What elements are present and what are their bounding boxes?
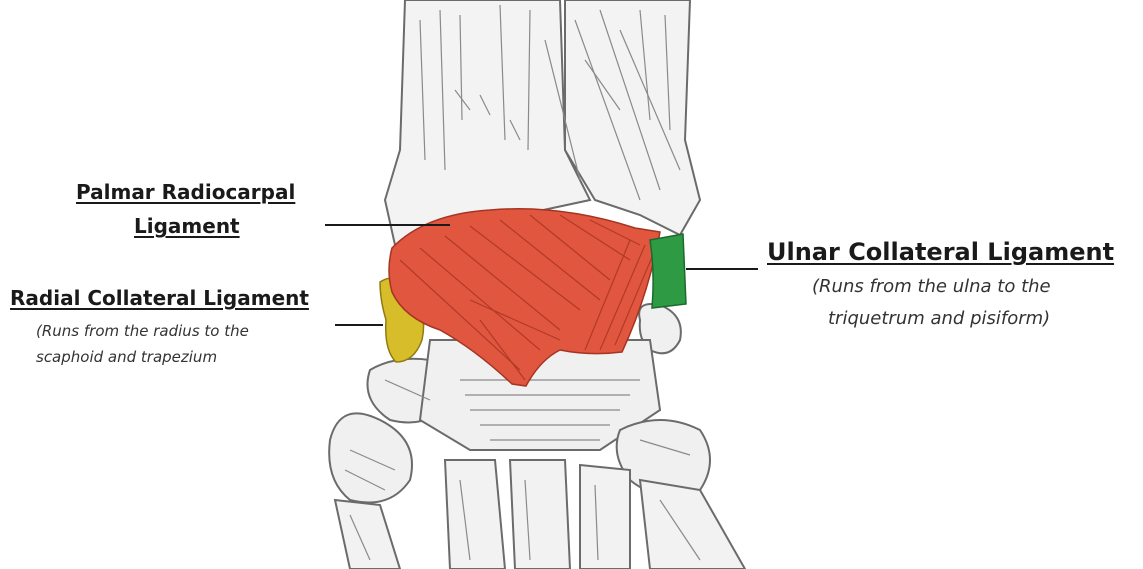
palmar-label-line2: Ligament — [134, 214, 240, 238]
radius-bone — [385, 0, 590, 245]
trapezium-bone — [329, 413, 412, 502]
ulnar-label-note2: triquetrum and pisiform) — [828, 308, 1050, 329]
ulnar-leader-line — [686, 268, 758, 270]
ulnar-label-note1: (Runs from the ulna to the — [812, 276, 1051, 297]
radial-leader-line — [335, 324, 383, 326]
radial-label-note1: (Runs from the radius to the — [36, 322, 249, 340]
palmar-label-line1: Palmar Radiocarpal — [76, 180, 295, 204]
radial-label-title: Radial Collateral Ligament — [10, 286, 309, 310]
index-metacarpal — [445, 460, 505, 569]
middle-metacarpal — [510, 460, 570, 569]
ring-metacarpal — [580, 465, 630, 569]
radial-label-note2: scaphoid and trapezium — [36, 348, 217, 366]
ulnar-collateral-ligament — [650, 234, 686, 308]
ulnar-label-title: Ulnar Collateral Ligament — [767, 238, 1114, 266]
little-metacarpal — [640, 480, 745, 569]
thumb-metacarpal — [335, 500, 400, 569]
palmar-leader-line — [325, 224, 450, 226]
forearm-bones — [385, 0, 700, 245]
